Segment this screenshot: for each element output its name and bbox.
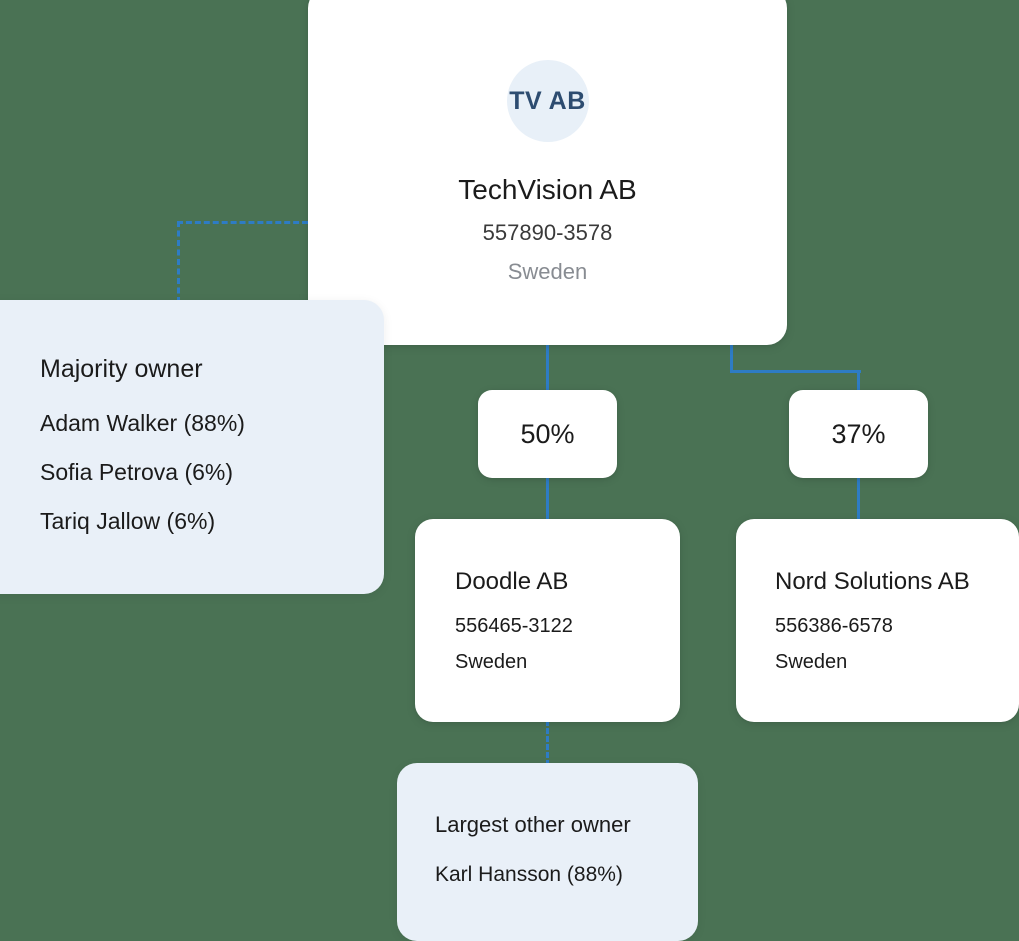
company-name: Doodle AB — [455, 567, 569, 595]
connector-doodle-badge-to-doodle-card — [546, 474, 549, 524]
company-card-root[interactable]: TV AB TechVision AB 557890-3578 Sweden — [308, 0, 787, 345]
company-name: Nord Solutions AB — [775, 567, 970, 595]
company-registration-number: 556386-6578 — [775, 614, 893, 637]
company-name: TechVision AB — [458, 174, 637, 205]
connector-root-to-doodle-badge — [546, 345, 549, 393]
company-country: Sweden — [455, 650, 528, 673]
owner-list-item: Tariq Jallow (6%) — [40, 508, 216, 534]
connector-root-to-majority-owner-vertical — [177, 221, 180, 303]
majority-owner-panel[interactable]: Majority owner Adam Walker (88%) Sofia P… — [0, 300, 384, 594]
company-country: Sweden — [775, 650, 848, 673]
panel-title: Largest other owner — [435, 812, 631, 837]
company-card-nord-solutions[interactable]: Nord Solutions AB 556386-6578 Sweden — [736, 519, 1019, 722]
company-registration-number: 556465-3122 — [455, 614, 573, 637]
percentage-value: 50% — [520, 418, 575, 449]
panel-title: Majority owner — [40, 355, 203, 383]
company-card-doodle[interactable]: Doodle AB 556465-3122 Sweden — [415, 519, 680, 722]
company-country: Sweden — [507, 259, 588, 284]
connector-doodle-to-largest-other-owner — [546, 720, 549, 766]
ownership-percentage-badge-doodle[interactable]: 50% — [478, 390, 617, 478]
ownership-percentage-badge-nord[interactable]: 37% — [789, 390, 928, 478]
company-avatar: TV AB — [506, 60, 589, 142]
owner-list-item: Adam Walker (88%) — [40, 410, 245, 436]
avatar-initials: TV AB — [509, 86, 586, 115]
connector-root-to-majority-owner-horizontal — [177, 221, 317, 224]
connector-nord-badge-to-nord-card — [857, 474, 860, 524]
percentage-value: 37% — [831, 418, 886, 449]
company-registration-number: 557890-3578 — [482, 220, 613, 245]
largest-other-owner-panel[interactable]: Largest other owner Karl Hansson (88%) — [397, 763, 698, 941]
connector-elbow-horizontal — [730, 370, 861, 373]
owner-list-item: Karl Hansson (88%) — [435, 863, 623, 886]
owner-list-item: Sofia Petrova (6%) — [40, 459, 234, 485]
connector-root-to-elbow-vertical — [730, 345, 733, 373]
